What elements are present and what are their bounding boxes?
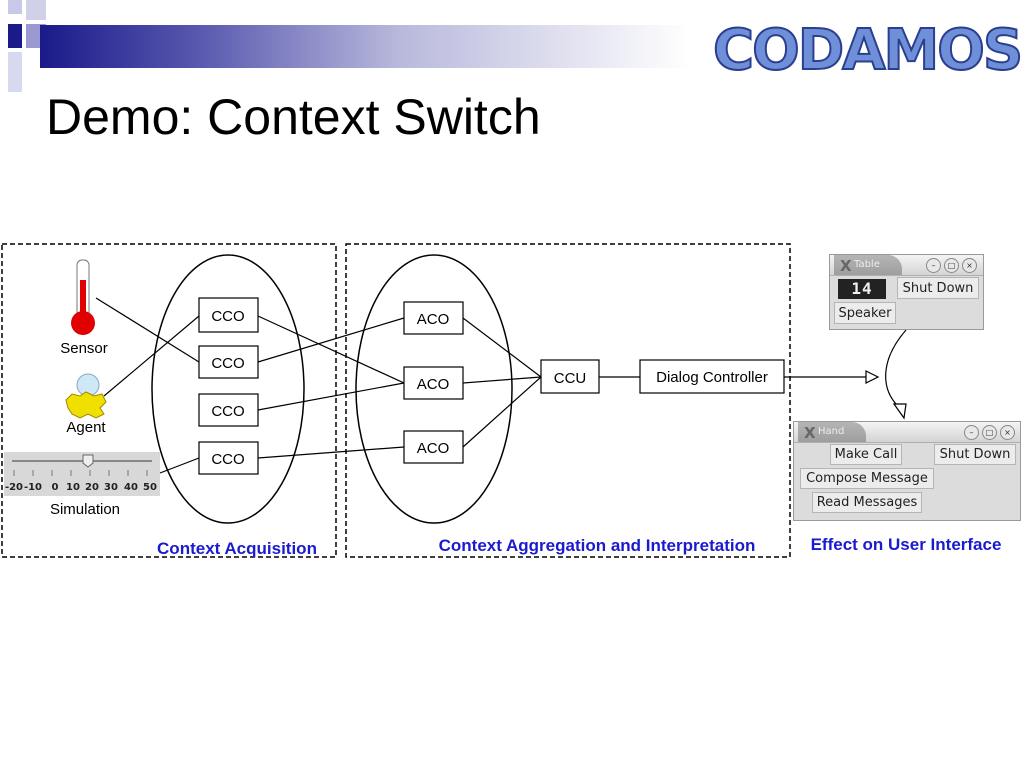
window-tab: X Hand (798, 422, 867, 442)
slider-ticks (13, 470, 148, 476)
edge-cco4-aco3 (257, 446, 405, 459)
simulation-label: Simulation (50, 501, 120, 518)
tick-label: -20 (5, 482, 23, 493)
tick-label: -10 (24, 482, 42, 493)
table-window-title: Table (854, 259, 880, 270)
cco-box (198, 393, 259, 427)
deco-square (26, 0, 46, 20)
aco-box (403, 301, 464, 335)
tick-label: 20 (85, 482, 99, 493)
thermometer-icon (71, 259, 95, 335)
maximize-icon[interactable]: □ (982, 425, 997, 440)
edge-aco3-ccu (462, 376, 542, 448)
edge-cco3-aco2 (257, 382, 405, 411)
sensor-label: Sensor (60, 340, 108, 357)
minimize-icon[interactable]: – (926, 258, 941, 273)
table-window-titlebar: X Table – □ × (830, 255, 983, 276)
deco-square (8, 0, 22, 14)
slider-thumb (82, 454, 94, 468)
hand-window-titlebar: X Hand – □ × (794, 422, 1020, 443)
shut-down-button[interactable]: Shut Down (934, 444, 1016, 465)
tick-label: 10 (66, 482, 80, 493)
header-gradient-bar (40, 25, 690, 68)
minimize-icon[interactable]: – (964, 425, 979, 440)
maximize-icon[interactable]: □ (944, 258, 959, 273)
read-messages-button[interactable]: Read Messages (812, 492, 922, 513)
aco-label: ACO (417, 311, 450, 328)
shut-down-button[interactable]: Shut Down (897, 277, 979, 299)
edge-aco1-ccu (462, 317, 542, 378)
cco-label: CCO (211, 451, 244, 468)
x-logo-icon: X (804, 424, 816, 442)
aco-label: ACO (417, 440, 450, 457)
cco-label: CCO (211, 355, 244, 372)
page-title: Demo: Context Switch (46, 89, 541, 145)
cco-box (198, 345, 259, 379)
edge-aco2-ccu (462, 376, 542, 384)
dialog-controller-label: Dialog Controller (656, 369, 768, 386)
aggregation-frame (345, 243, 791, 558)
agent-label: Agent (66, 419, 106, 436)
edge-cco2-aco1 (257, 317, 405, 363)
arrow-head-down (892, 403, 907, 420)
x-logo-icon: X (840, 257, 852, 275)
aco-ellipse (355, 254, 513, 524)
deco-square (8, 24, 22, 48)
hand-window: X Hand – □ × Make Call Shut Down Compose… (793, 421, 1021, 521)
cco-label: CCO (211, 403, 244, 420)
clock-display: 14 30 (838, 279, 886, 318)
switch-arrow-curve (885, 329, 907, 409)
aco-label: ACO (417, 376, 450, 393)
aco-box (403, 366, 464, 400)
cco-ellipse (151, 254, 305, 524)
aco-box (403, 430, 464, 464)
simulation-slider: -20 -10 0 10 20 30 40 50 (4, 452, 160, 496)
hand-window-title: Hand (818, 426, 845, 437)
window-tab: X Table (834, 255, 902, 275)
tick-label: 0 (52, 482, 59, 493)
connection-lines (95, 297, 907, 474)
speaker-button[interactable]: Speaker (834, 302, 896, 324)
ccu-label: CCU (554, 370, 587, 387)
context-aggregation-label: Context Aggregation and Interpretation (439, 536, 756, 555)
close-icon[interactable]: × (962, 258, 977, 273)
tick-label: 30 (104, 482, 118, 493)
cco-label: CCO (211, 308, 244, 325)
edge-sim-cco4 (159, 457, 200, 474)
gear-icon (65, 373, 107, 419)
cco-box (198, 441, 259, 475)
aco-boxes: ACO ACO ACO (403, 301, 464, 464)
edge-sensor-cco2 (95, 297, 200, 363)
context-acquisition-label: Context Acquisition (157, 539, 317, 558)
effect-ui-label: Effect on User Interface (811, 535, 1002, 554)
dialog-controller-box (639, 359, 785, 394)
acquisition-frame (1, 243, 337, 558)
codamos-logo: CODAMOS (705, 8, 1023, 96)
ccu-box (540, 359, 600, 394)
edge-cco1-aco2 (257, 315, 405, 384)
table-window: X Table – □ × 14 30 Shut Down Speaker (829, 254, 984, 330)
edge-agent-cco1 (103, 315, 200, 397)
cco-box (198, 297, 259, 333)
tick-label: 50 (143, 482, 157, 493)
tick-label: 40 (124, 482, 138, 493)
arrow-head-right (865, 370, 880, 384)
close-icon[interactable]: × (1000, 425, 1015, 440)
logo-text: CODAMOS (712, 17, 1023, 84)
deco-square (8, 52, 22, 92)
compose-message-button[interactable]: Compose Message (800, 468, 934, 489)
make-call-button[interactable]: Make Call (830, 444, 902, 465)
cco-boxes: CCO CCO CCO CCO (198, 297, 259, 475)
